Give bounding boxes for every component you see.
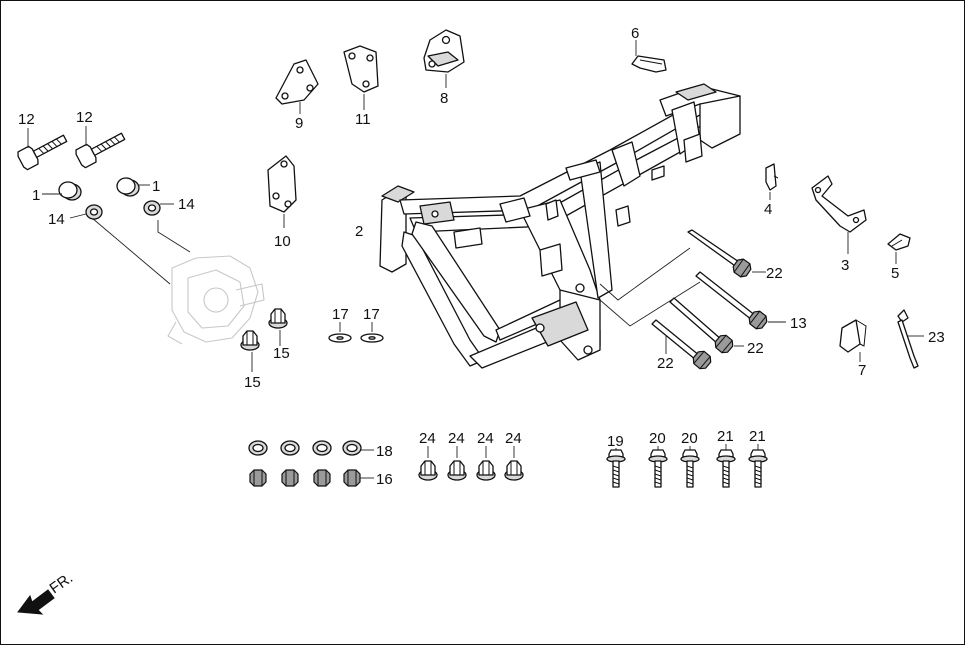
callout-17a: 17 bbox=[332, 306, 349, 323]
long-bolt-22-lower bbox=[651, 319, 714, 372]
bolt-20-left bbox=[648, 449, 668, 488]
washer-18-row bbox=[248, 440, 362, 456]
engine-ghost bbox=[167, 255, 265, 345]
callout-5: 5 bbox=[891, 265, 899, 282]
washer-17-right bbox=[360, 333, 384, 343]
callout-16: 16 bbox=[376, 471, 393, 488]
callout-21a: 21 bbox=[717, 428, 734, 445]
flange-nut-24-row bbox=[418, 460, 524, 481]
callout-14b: 14 bbox=[178, 196, 195, 213]
callout-22b: 22 bbox=[747, 340, 764, 357]
bracket-11 bbox=[343, 45, 379, 93]
callout-22c: 22 bbox=[657, 355, 674, 372]
callout-20b: 20 bbox=[681, 430, 698, 447]
callout-20a: 20 bbox=[649, 430, 666, 447]
callout-17b: 17 bbox=[363, 306, 380, 323]
cap-nut-15-lower bbox=[240, 330, 260, 351]
callout-8: 8 bbox=[440, 90, 448, 107]
callout-2: 2 bbox=[355, 223, 363, 240]
callout-13: 13 bbox=[790, 315, 807, 332]
front-direction-label: FR. bbox=[47, 569, 77, 597]
callout-1b: 1 bbox=[152, 178, 160, 195]
callout-18: 18 bbox=[376, 443, 393, 460]
bolt-20-right bbox=[680, 449, 700, 488]
guard-7 bbox=[839, 319, 867, 353]
long-bolt-13 bbox=[695, 271, 770, 332]
bracket-9 bbox=[275, 59, 319, 105]
bracket-10 bbox=[267, 155, 297, 213]
clip-4 bbox=[765, 163, 779, 191]
callout-4: 4 bbox=[764, 201, 772, 218]
collar-14-left bbox=[85, 204, 103, 220]
callout-22a: 22 bbox=[766, 265, 783, 282]
collar-14-right bbox=[143, 200, 161, 216]
bolt-12-right bbox=[75, 132, 126, 169]
callout-11: 11 bbox=[355, 111, 371, 128]
bracket-3 bbox=[811, 175, 867, 233]
main-frame bbox=[379, 83, 741, 369]
bolt-19 bbox=[606, 449, 626, 488]
callout-15b: 15 bbox=[244, 374, 261, 391]
clip-5 bbox=[887, 233, 911, 251]
bracket-8 bbox=[423, 29, 465, 73]
callout-3: 3 bbox=[841, 257, 849, 274]
long-bolt-22-upper bbox=[687, 229, 754, 280]
washer-17-left bbox=[328, 333, 352, 343]
cover-6 bbox=[631, 55, 667, 73]
bolt-21-left bbox=[716, 449, 736, 488]
callout-15a: 15 bbox=[273, 345, 290, 362]
callout-12b: 12 bbox=[76, 109, 93, 126]
callout-10: 10 bbox=[274, 233, 291, 250]
callout-24c: 24 bbox=[477, 430, 494, 447]
callout-23: 23 bbox=[928, 329, 945, 346]
callout-7: 7 bbox=[858, 362, 866, 379]
callout-14a: 14 bbox=[48, 211, 65, 228]
callout-12a: 12 bbox=[18, 111, 35, 128]
callout-24d: 24 bbox=[505, 430, 522, 447]
rod-23 bbox=[897, 309, 919, 369]
bolt-21-right bbox=[748, 449, 768, 488]
callout-9: 9 bbox=[295, 115, 303, 132]
bushing-1-left bbox=[58, 181, 82, 201]
callout-24a: 24 bbox=[419, 430, 436, 447]
bushing-1-right bbox=[116, 177, 140, 197]
callout-1a: 1 bbox=[32, 187, 40, 204]
callout-19: 19 bbox=[607, 433, 624, 450]
nut-16-row bbox=[249, 469, 361, 487]
callout-labels: 12 12 1 1 14 14 9 11 8 10 6 2 4 3 5 22 1… bbox=[18, 25, 945, 488]
callout-6: 6 bbox=[631, 25, 639, 42]
front-direction-arrow-icon bbox=[17, 589, 55, 615]
cap-nut-15-upper bbox=[268, 308, 288, 329]
callout-24b: 24 bbox=[448, 430, 465, 447]
callout-21b: 21 bbox=[749, 428, 766, 445]
bolt-12-left bbox=[17, 134, 68, 171]
